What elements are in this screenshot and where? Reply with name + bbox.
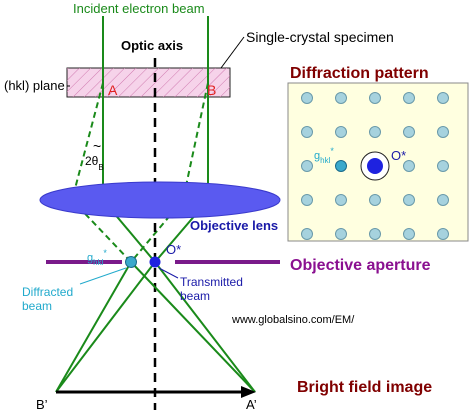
diffraction-spot: [301, 228, 313, 240]
diffraction-pattern-title: Diffraction pattern: [290, 65, 429, 82]
diffraction-pattern-panel: ghkl* O*: [287, 82, 469, 242]
specimen-plane-hatching: [67, 68, 230, 97]
diffraction-spot: [369, 228, 381, 240]
diffraction-spot: [403, 92, 415, 104]
origin-label-left: O*: [166, 242, 181, 257]
specimen-pointer: [220, 36, 245, 69]
objective-aperture-label: Objective aperture: [290, 257, 431, 274]
ghkl-label-left: ghkl*: [87, 248, 107, 267]
diffraction-spot: [369, 126, 381, 138]
objective-lens-label: Objective lens: [190, 218, 278, 233]
diffraction-spot: [335, 194, 347, 206]
image-arrow-head: [241, 386, 256, 398]
specimen-label: Single-crystal specimen: [246, 29, 394, 45]
diffraction-spot: [437, 92, 449, 104]
diffracted-beam-label-2: beam: [22, 299, 52, 313]
objective-lens: [39, 181, 281, 219]
ghkl-spot: [335, 160, 347, 172]
diffraction-spot: [403, 126, 415, 138]
center-spot: [367, 158, 383, 174]
image-b-label: B’: [36, 397, 48, 412]
diffraction-spot: [403, 160, 415, 172]
diffracted-spot: [125, 256, 137, 268]
image-a-label: A’: [246, 397, 257, 412]
diffraction-spot: [403, 228, 415, 240]
incident-beam-label: Incident electron beam: [73, 1, 205, 16]
transmitted-beam-label-1: Transmitted: [180, 275, 243, 289]
diffraction-spot: [437, 194, 449, 206]
website-label: www.globalsino.com/EM/: [231, 314, 355, 326]
diffraction-spot: [301, 92, 313, 104]
hkl-plane-label: (hkl) plane: [4, 78, 65, 93]
point-b-label: B: [207, 82, 216, 98]
diffraction-spot-grid: [301, 92, 449, 240]
origin-label-pattern: O*: [391, 148, 406, 163]
diffracted-beam-label-1: Diffracted: [22, 285, 73, 299]
image-ray-4: [130, 261, 256, 393]
diffraction-spot: [437, 126, 449, 138]
angle-tick: ~: [93, 138, 101, 154]
diffraction-spot: [335, 92, 347, 104]
diffracted-pointer: [79, 267, 127, 285]
image-ray-3: [55, 261, 132, 393]
image-ray-2: [154, 261, 256, 393]
diffraction-spot: [369, 194, 381, 206]
diffraction-spot: [369, 92, 381, 104]
diffracted-ray-right: [130, 82, 209, 263]
diffraction-spot: [437, 160, 449, 172]
angle-label: 2θB: [85, 154, 104, 172]
ghkl-label-pattern: ghkl*: [314, 146, 334, 165]
diffraction-spot: [301, 160, 313, 172]
bright-field-label: Bright field image: [297, 379, 432, 396]
diffraction-spot: [301, 194, 313, 206]
transmitted-beam-label-2: beam: [180, 289, 210, 303]
image-ray-1: [55, 261, 156, 393]
transmitted-pointer: [158, 267, 179, 279]
diffraction-spot: [335, 126, 347, 138]
transmitted-spot: [149, 256, 161, 268]
point-a-label: A: [108, 82, 118, 98]
diffracted-ray-left: [70, 82, 132, 263]
diffraction-spot: [335, 228, 347, 240]
diffraction-spot: [301, 126, 313, 138]
optic-axis-label: Optic axis: [121, 38, 183, 53]
diffraction-spot: [403, 194, 415, 206]
diffraction-spot: [437, 228, 449, 240]
